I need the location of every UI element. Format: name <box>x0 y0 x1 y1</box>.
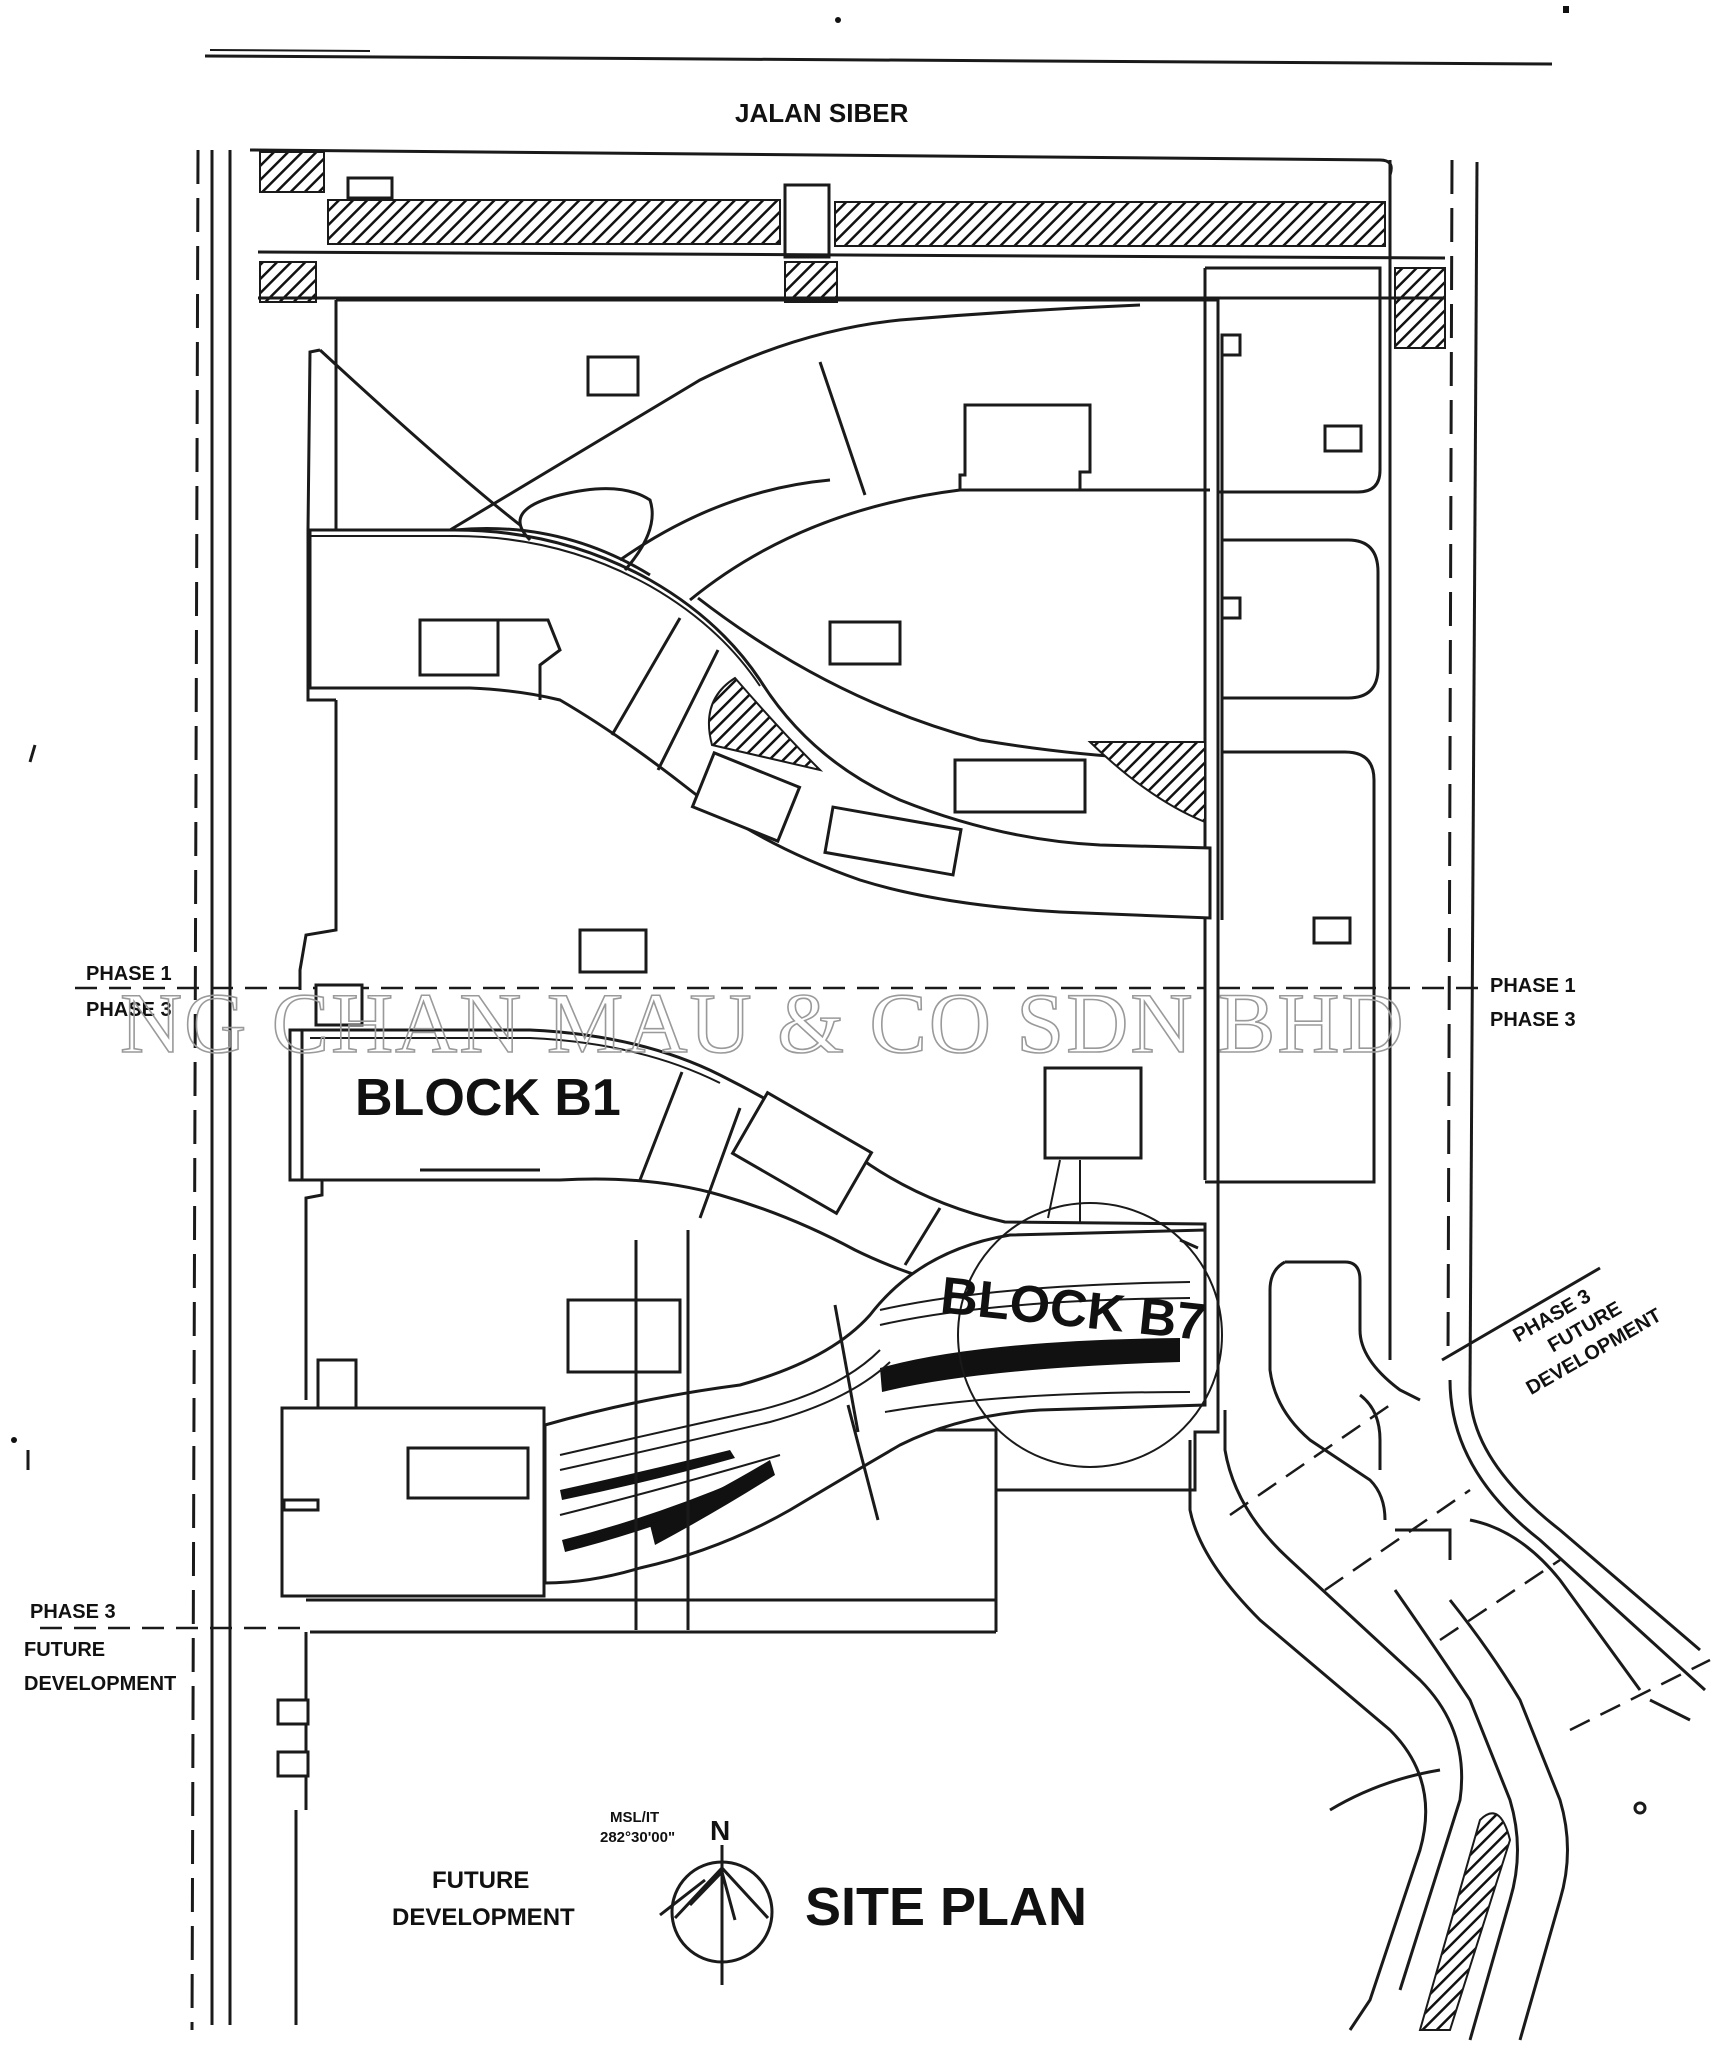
phase-bottom-left-3: DEVELOPMENT <box>24 1673 176 1695</box>
phase-bottom-left-1: PHASE 3 <box>30 1601 116 1623</box>
bearing-label-1: MSL/IT <box>610 1809 659 1826</box>
north-arrow-icon <box>659 1845 774 1985</box>
block-b1 <box>288 983 1207 1312</box>
bearing-label-2: 282°30'00" <box>600 1829 675 1846</box>
site-plan-title: SITE PLAN <box>805 1877 1087 1937</box>
top-border <box>204 49 1553 66</box>
watermark-text: NG CHAN MAU & CO SDN BHD <box>120 975 1406 1071</box>
right-road <box>1388 159 1707 1692</box>
phase-right-lower: PHASE 3 <box>1490 1009 1576 1031</box>
phase-diagonal-line <box>1441 1266 1601 1362</box>
phase-right-upper: PHASE 1 <box>1490 975 1576 997</box>
phase-left-upper: PHASE 1 <box>86 963 172 985</box>
road-label: JALAN SIBER <box>735 98 909 128</box>
block-b7 <box>543 1202 1223 1585</box>
phase-bottom-left-2: FUTURE <box>24 1639 105 1661</box>
lower-left-building <box>40 1230 998 2025</box>
upper-block <box>308 303 1242 974</box>
access-road <box>1188 1260 1711 2041</box>
future-development-2: DEVELOPMENT <box>392 1904 575 1931</box>
block-b1-label: BLOCK B1 <box>355 1069 621 1127</box>
future-development-1: FUTURE <box>432 1867 529 1894</box>
left-road <box>190 149 232 2031</box>
site-outline <box>298 268 1220 1492</box>
scan-specks <box>11 6 1569 1470</box>
frontage-strip <box>249 148 1446 349</box>
phase-left-lower: PHASE 3 <box>86 999 172 1021</box>
north-label: N <box>710 1815 730 1846</box>
right-parking <box>1205 266 1382 1184</box>
